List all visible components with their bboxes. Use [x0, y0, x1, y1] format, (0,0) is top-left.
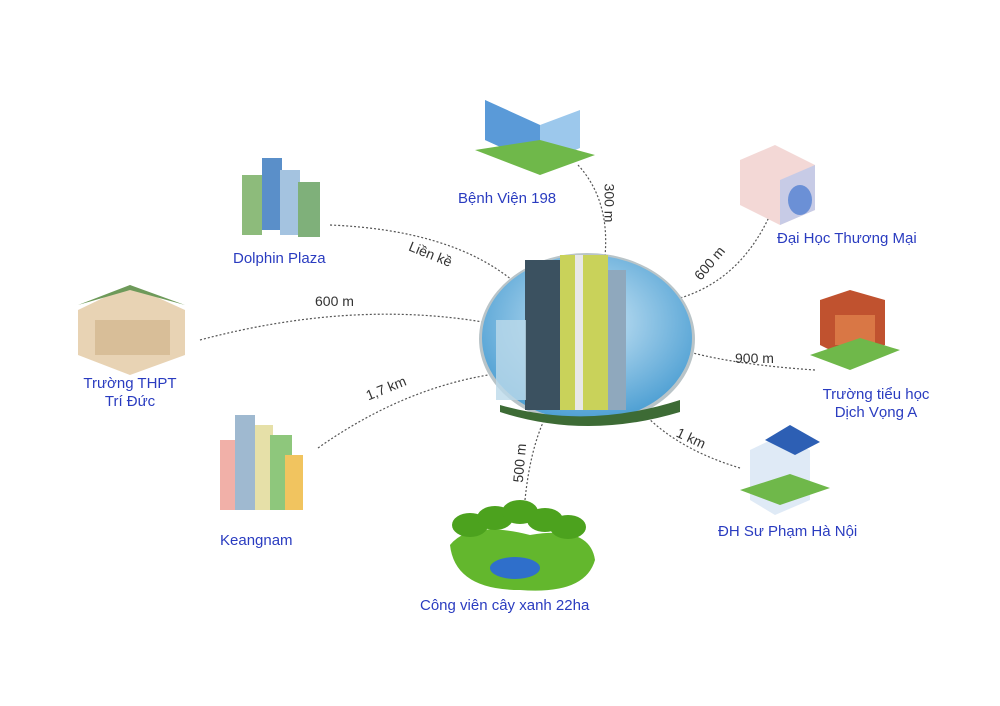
label-dh-su-pham: ĐH Sư Phạm Hà Nội: [718, 523, 858, 540]
label-line-2: Trí Đức: [104, 393, 156, 410]
label-cong-vien: Công viên cây xanh 22ha: [420, 597, 590, 614]
connector-cong-vien: [524, 417, 546, 501]
label-line-1: Trường THPT: [83, 375, 177, 392]
label-dai-hoc-thuong-mai: Đại Học Thương Mại: [777, 230, 917, 247]
connector-tieu-hoc: [692, 352, 816, 371]
keangnam-icon: [220, 415, 303, 510]
distance-tieu-hoc: 900 m: [735, 350, 774, 366]
label-dolphin: Dolphin Plaza: [233, 250, 326, 267]
distance-cong-vien: 500 m: [509, 442, 530, 484]
park-icon: [450, 500, 595, 591]
hospital-icon: [475, 100, 595, 175]
connector-benh-vien: [577, 164, 607, 257]
label-line-1: Trường tiểu học: [822, 386, 930, 403]
label-line-2: Dịch Vọng A: [834, 404, 918, 421]
connector-dolphin: [329, 224, 513, 281]
thpt-school-icon: [78, 285, 185, 375]
connector-dh-su-pham: [644, 414, 741, 469]
distance-benh-vien: 300 m: [601, 183, 618, 223]
project-tower-image: [479, 253, 695, 426]
distance-thpt: 600 m: [315, 293, 354, 309]
label-keangnam: Keangnam: [220, 532, 293, 549]
connector-keangnam: [317, 374, 489, 449]
pedagogy-university-icon: [740, 425, 830, 515]
school-icon: [810, 290, 900, 370]
connector-dai-hoc: [679, 214, 771, 299]
label-benh-vien: Bệnh Viện 198: [458, 190, 557, 207]
university-icon: [740, 145, 815, 225]
dolphin-plaza-icon: [242, 158, 320, 237]
connector-thpt: [199, 313, 484, 341]
